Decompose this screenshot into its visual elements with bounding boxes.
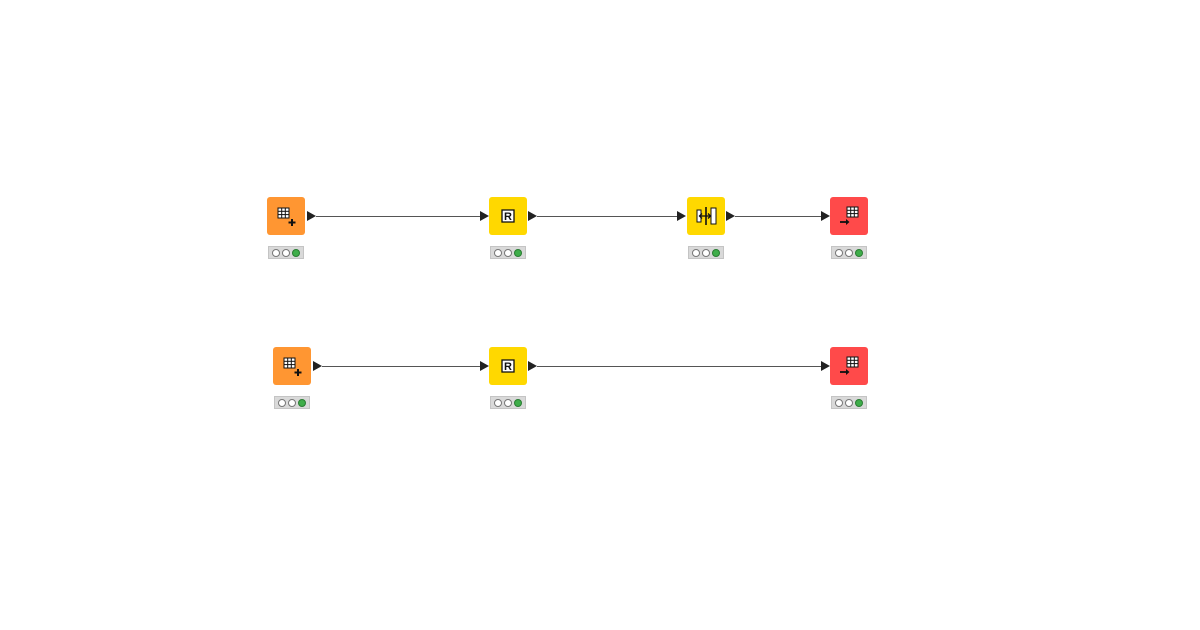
- table-writer-icon: [840, 356, 859, 375]
- status-light-idle: [278, 398, 286, 407]
- status-light-executed: [298, 398, 306, 407]
- r-script-icon: R: [501, 209, 515, 223]
- status-light-executed: [712, 248, 720, 257]
- svg-text:R: R: [504, 211, 512, 223]
- node-table-writer-1[interactable]: [830, 197, 868, 235]
- node-table-writer-2[interactable]: [830, 347, 868, 385]
- status-light-idle: [272, 248, 280, 257]
- column-splitter-icon: [696, 207, 717, 225]
- output-port[interactable]: [726, 211, 735, 221]
- status-light-executed: [514, 248, 522, 257]
- output-port[interactable]: [313, 361, 322, 371]
- status-light-configured: [702, 248, 710, 257]
- node-status-bar: [688, 246, 724, 259]
- output-port[interactable]: [528, 211, 537, 221]
- input-port[interactable]: [821, 211, 830, 221]
- node-status-bar: [831, 246, 867, 259]
- status-light-executed: [855, 398, 863, 407]
- table-writer-icon: [840, 206, 859, 225]
- status-light-configured: [504, 398, 512, 407]
- r-script-icon: R: [501, 359, 515, 373]
- node-table-creator-1[interactable]: [267, 197, 305, 235]
- output-port[interactable]: [528, 361, 537, 371]
- input-port[interactable]: [480, 211, 489, 221]
- node-table-creator-2[interactable]: [273, 347, 311, 385]
- status-light-executed: [514, 398, 522, 407]
- node-column-splitter-1[interactable]: [687, 197, 725, 235]
- node-r-script-1[interactable]: R: [489, 197, 527, 235]
- node-status-bar: [490, 396, 526, 409]
- status-light-idle: [494, 248, 502, 257]
- status-light-idle: [835, 398, 843, 407]
- table-creator-icon: [283, 357, 302, 376]
- node-r-script-2[interactable]: R: [489, 347, 527, 385]
- node-status-bar: [490, 246, 526, 259]
- table-creator-icon: [277, 207, 296, 226]
- status-light-configured: [288, 398, 296, 407]
- node-status-bar: [268, 246, 304, 259]
- node-status-bar: [274, 396, 310, 409]
- input-port[interactable]: [677, 211, 686, 221]
- status-light-idle: [494, 398, 502, 407]
- status-light-executed: [855, 248, 863, 257]
- status-light-idle: [835, 248, 843, 257]
- status-light-configured: [504, 248, 512, 257]
- svg-text:R: R: [504, 361, 512, 373]
- status-light-configured: [845, 398, 853, 407]
- status-light-configured: [282, 248, 290, 257]
- status-light-configured: [845, 248, 853, 257]
- status-light-executed: [292, 248, 300, 257]
- output-port[interactable]: [307, 211, 316, 221]
- status-light-idle: [692, 248, 700, 257]
- input-port[interactable]: [821, 361, 830, 371]
- input-port[interactable]: [480, 361, 489, 371]
- node-status-bar: [831, 396, 867, 409]
